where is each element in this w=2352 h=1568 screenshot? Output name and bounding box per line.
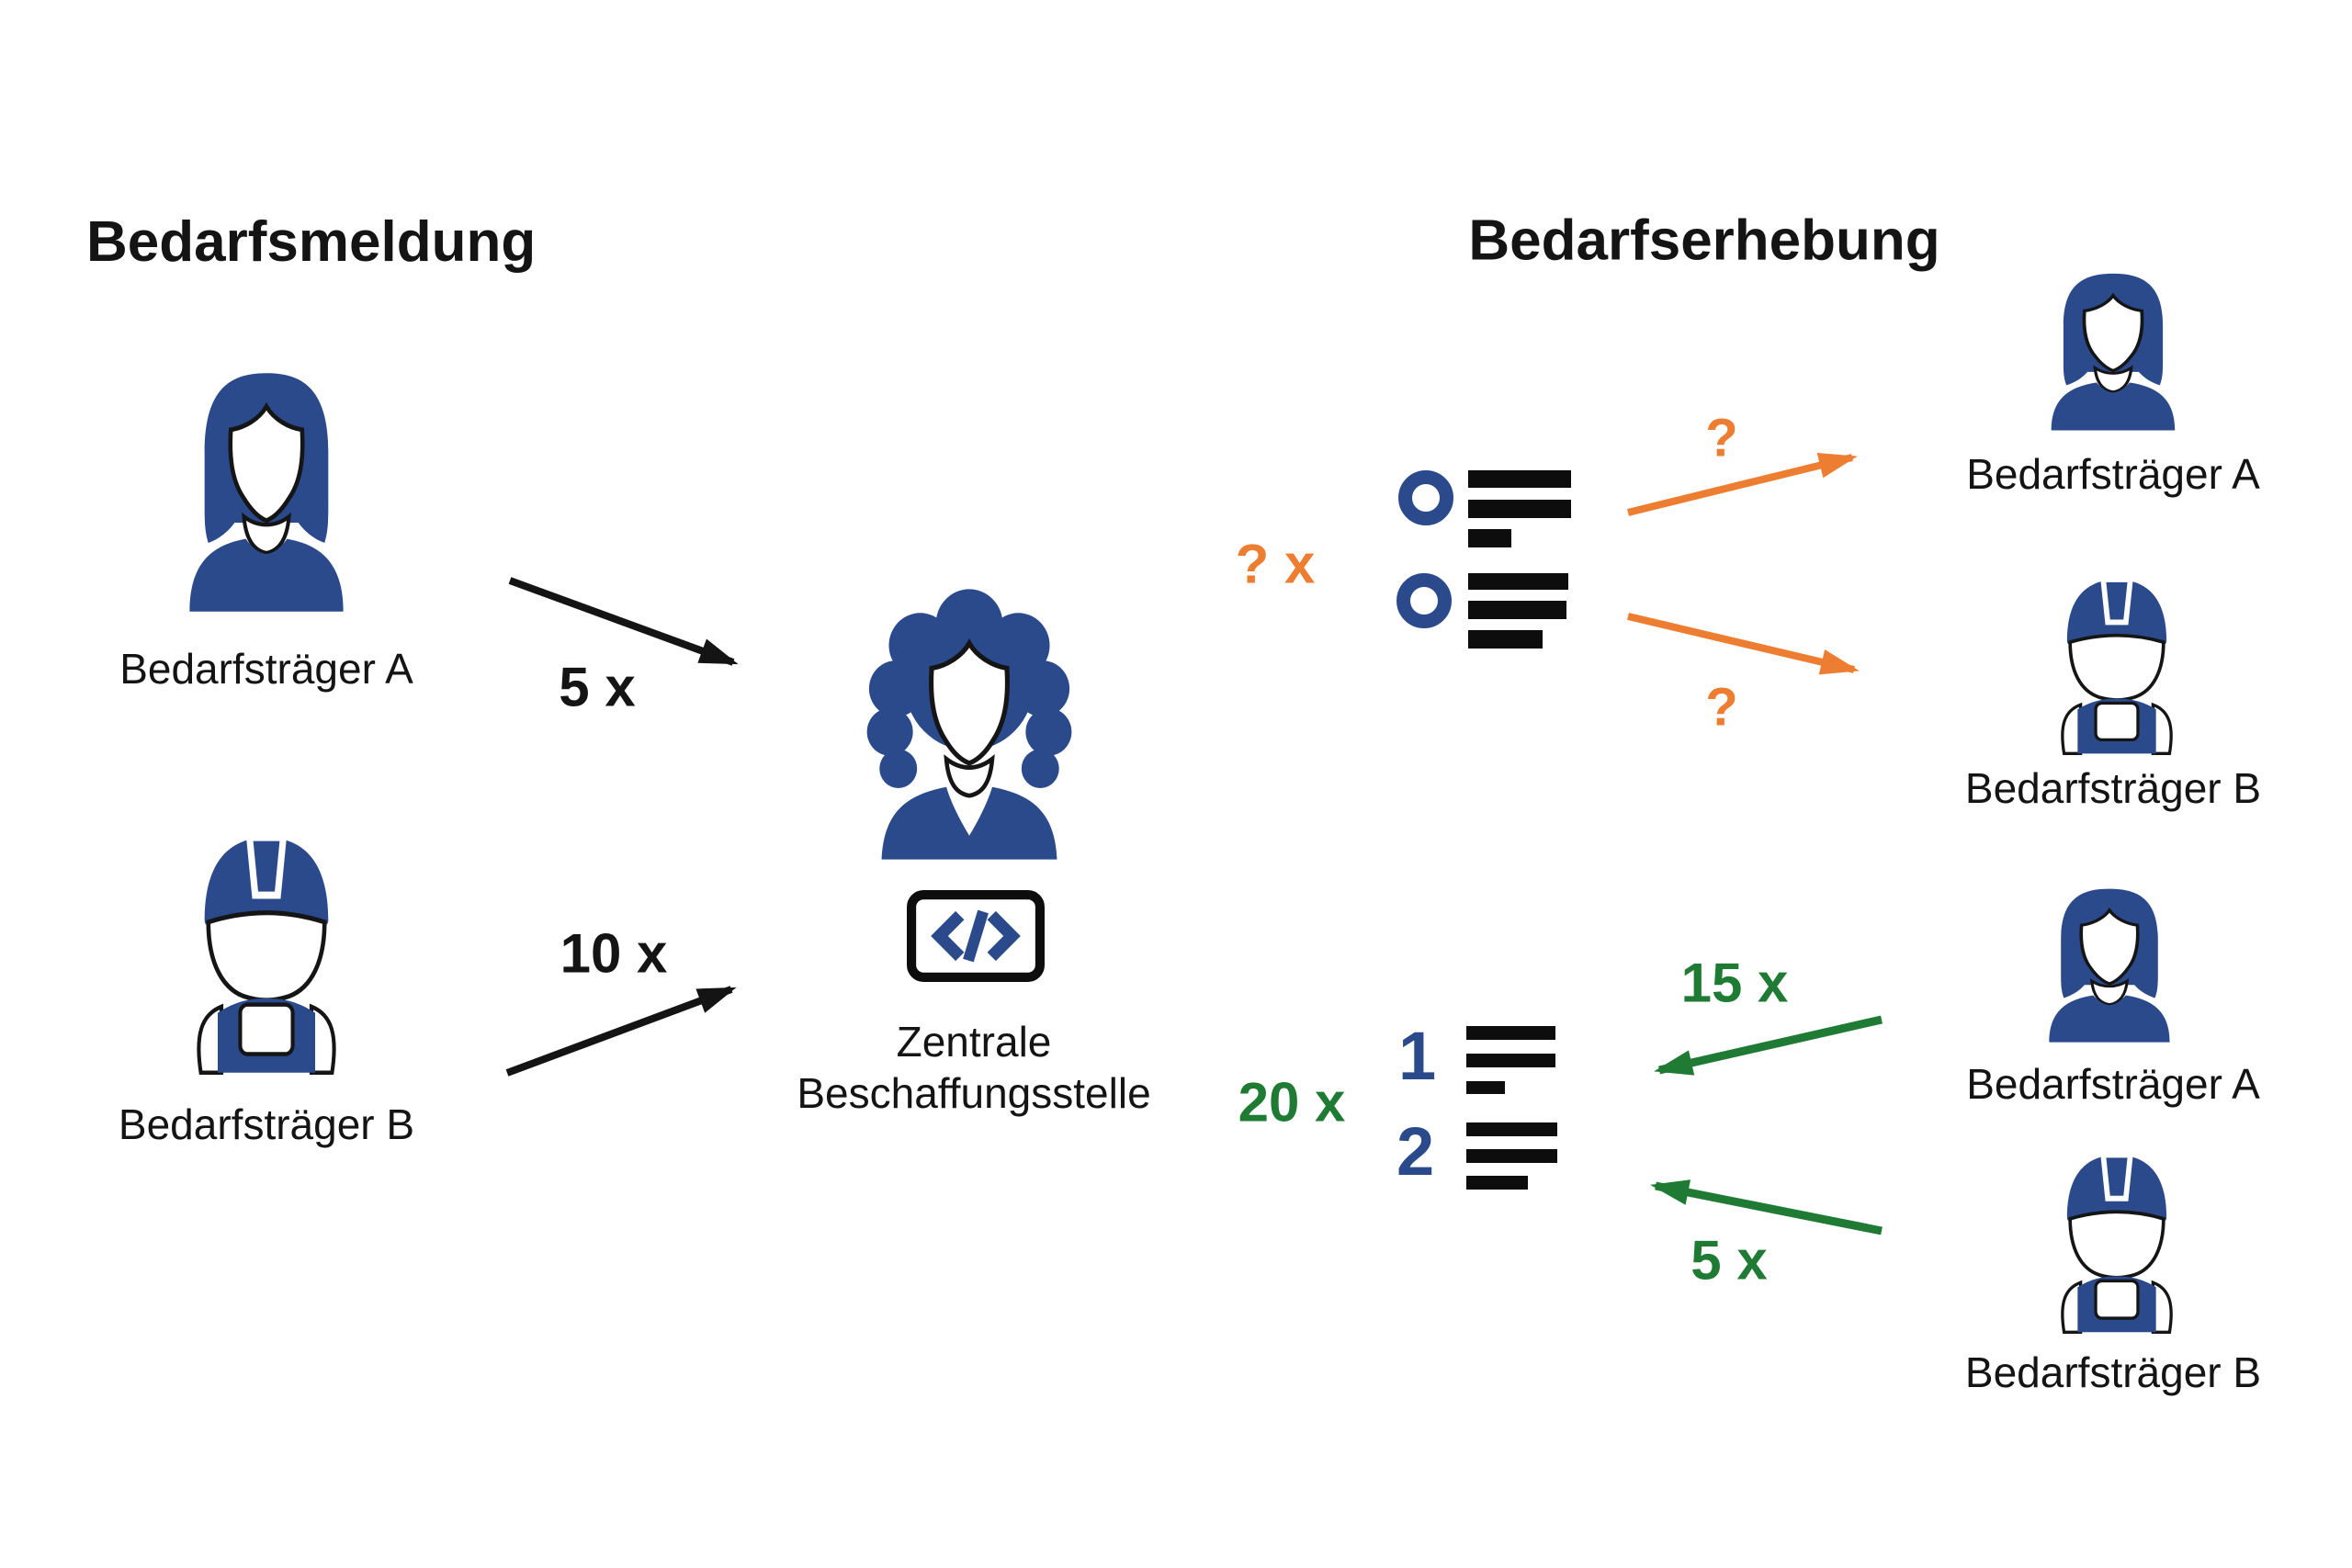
unknown-count-label: ? x <box>1235 533 1316 595</box>
known-count-label: 20 x <box>1238 1071 1346 1134</box>
woman-user-icon <box>189 373 344 612</box>
unknown-target-a-label: Bedarfsträger A <box>1966 450 2260 498</box>
arrow-center-to-b-unknown <box>1627 613 1860 675</box>
known-target-b-label: Bedarfsträger B <box>1964 1348 2262 1396</box>
construction-worker-icon <box>2061 577 2173 755</box>
flow-a-count-label: 5 x <box>559 656 636 718</box>
woman-user-icon <box>2051 273 2176 431</box>
unknown-arrow-a-label: ? <box>1705 408 1738 468</box>
numbered-list-icon: 1 2 <box>1393 1015 1577 1203</box>
list-number-2: 2 <box>1396 1113 1435 1190</box>
actor-a-label: Bedarfsträger A <box>119 645 413 693</box>
arrow-center-to-a-unknown <box>1627 453 1858 516</box>
arrow-b-to-list-5x <box>1650 1179 1883 1235</box>
actor-b-label: Bedarfsträger B <box>118 1100 415 1148</box>
right-section-heading: Bedarfserhebung <box>1468 209 1940 273</box>
radio-circle-2 <box>1396 573 1452 628</box>
known-arrow-a-label: 15 x <box>1680 952 1789 1014</box>
arrow-b-to-center <box>505 986 737 1077</box>
list-number-1: 1 <box>1398 1018 1437 1094</box>
known-target-a-label: Bedarfsträger A <box>1966 1060 2260 1108</box>
arrow-a-to-center <box>508 577 739 666</box>
woman-user-icon <box>2049 888 2170 1043</box>
unknown-target-b-label: Bedarfsträger B <box>1964 764 2262 812</box>
code-tag-icon <box>907 890 1045 982</box>
known-arrow-b-label: 5 x <box>1690 1229 1768 1292</box>
central-office-label-line1: Zentrale <box>896 1018 1052 1066</box>
curly-woman-icon <box>866 589 1072 860</box>
left-section-heading: Bedarfsmeldung <box>86 210 537 274</box>
flow-b-count-label: 10 x <box>560 922 668 985</box>
radio-circle-1 <box>1398 470 1453 525</box>
central-office-label: Zentrale Beschaffungsstelle <box>797 1016 1150 1119</box>
unknown-arrow-b-label: ? <box>1705 677 1738 738</box>
arrow-a-to-list-15x <box>1654 1015 1883 1076</box>
central-office-label-line2: Beschaffungsstelle <box>797 1069 1151 1118</box>
construction-worker-icon <box>2061 1152 2173 1334</box>
construction-worker-icon <box>197 833 336 1075</box>
radio-list-icon <box>1393 463 1577 658</box>
